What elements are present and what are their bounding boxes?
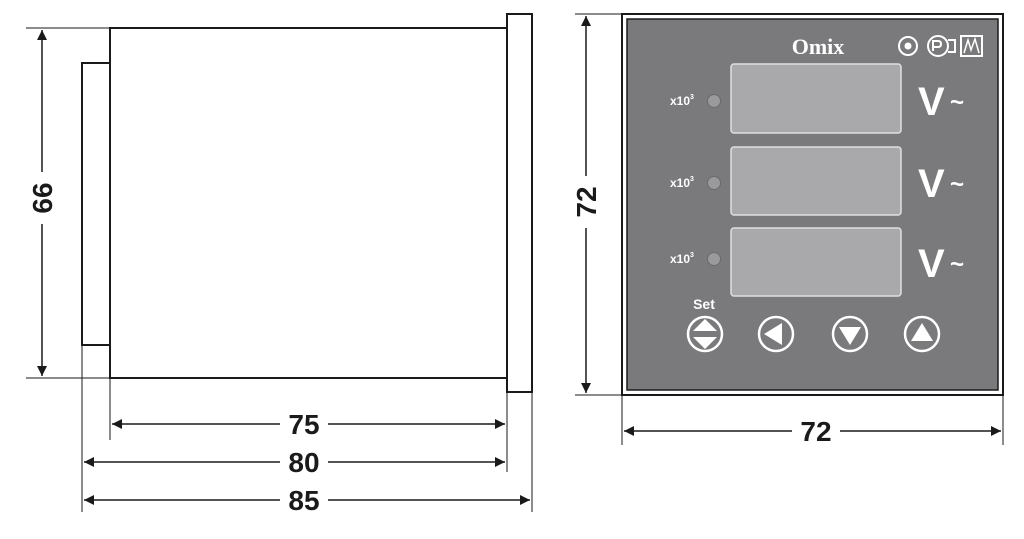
ac-symbol: ~: [950, 171, 964, 198]
gost-r-icon: [898, 36, 918, 56]
left-button[interactable]: [757, 315, 795, 353]
mid-depth-label: 80: [288, 447, 319, 478]
down-button[interactable]: [831, 315, 869, 353]
side-view: [26, 13, 533, 516]
ac-symbol: ~: [950, 251, 964, 278]
unit-label: V: [918, 162, 945, 206]
rear-terminal-block: [81, 62, 111, 346]
body-depth-label: 75: [288, 409, 319, 440]
total-depth-label: 85: [288, 485, 319, 516]
set-updown-button[interactable]: [686, 315, 724, 353]
multiplier-label: x103: [670, 94, 694, 108]
label-gap: [280, 446, 328, 478]
front-height-label: 72: [571, 186, 602, 217]
front-bezel: [506, 13, 533, 393]
height-label: 66: [27, 182, 58, 213]
pct-icon: [927, 35, 956, 57]
ac-symbol: ~: [950, 89, 964, 116]
display-window: [730, 227, 902, 297]
brand-name: Omix: [792, 34, 845, 59]
label-gap: [280, 484, 328, 516]
set-label: Set: [693, 296, 715, 312]
indicator-led: [707, 252, 721, 266]
device-body: [109, 27, 508, 379]
display-window: [730, 146, 902, 216]
indicator-led: [707, 94, 721, 108]
front-width-label: 72: [800, 416, 831, 447]
display-window: [730, 63, 902, 134]
multiplier-label: x103: [670, 252, 694, 266]
label-gap: [792, 415, 840, 447]
front-view: [572, 13, 1004, 447]
label-gap: [572, 176, 600, 228]
unit-label: V: [918, 242, 945, 286]
label-gap: [28, 172, 56, 224]
measuring-instrument-icon: [960, 35, 983, 57]
unit-label: V: [918, 80, 945, 124]
label-gap: [280, 408, 328, 440]
multiplier-label: x103: [670, 176, 694, 190]
indicator-led: [707, 176, 721, 190]
up-button[interactable]: [903, 315, 941, 353]
